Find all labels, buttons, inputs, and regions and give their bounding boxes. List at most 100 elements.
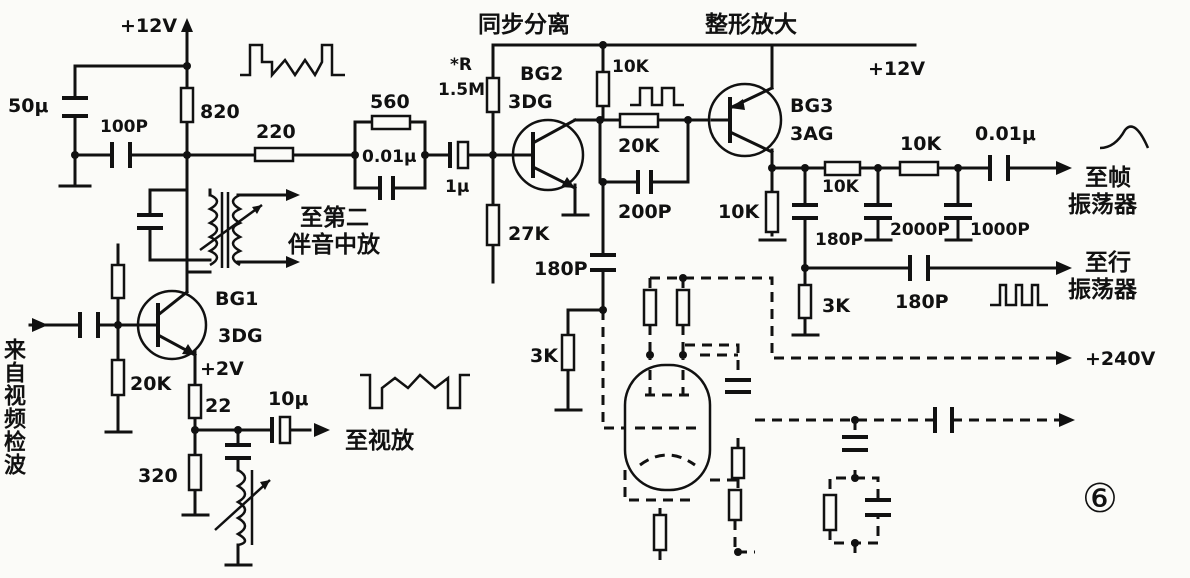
label-bg2-type: 3DG xyxy=(508,91,553,113)
waveform-line xyxy=(990,283,1048,307)
label-r-20k-b: 20K xyxy=(130,373,172,395)
resistor-1-5m xyxy=(485,76,501,114)
label-bg1-type: 3DG xyxy=(218,325,263,347)
label-c-1000p: 1000P xyxy=(970,220,1030,240)
label-c-200p: 200P xyxy=(618,201,672,223)
label-frame-osc-1: 至帧 xyxy=(1085,165,1131,191)
label-r-22: 22 xyxy=(205,395,231,417)
capacitor-input xyxy=(78,312,100,338)
capacitor-1000p xyxy=(944,203,972,220)
label-c-180p-b: 180P xyxy=(815,230,863,250)
resistor-valve-d xyxy=(652,513,668,552)
resistor-27k xyxy=(485,203,501,247)
label-c-180p-c: 180P xyxy=(895,291,949,313)
arrow-valve-out xyxy=(1059,413,1075,427)
label-frame-osc-2: 振荡器 xyxy=(1068,191,1138,218)
resistor-10k-frame-a xyxy=(823,160,862,177)
label-bg1-name: BG1 xyxy=(215,288,258,310)
valve-circuit-dashed xyxy=(601,276,1060,560)
label-c-001u-a: 0.01μ xyxy=(362,147,416,167)
label-sound-if-2: 伴音中放 xyxy=(287,231,381,258)
resistor-valve-a xyxy=(642,288,658,327)
capacitor-180p-b xyxy=(792,203,818,220)
label-bg3-type: 3AG xyxy=(790,123,834,145)
capacitor-valve-c xyxy=(725,378,751,394)
capacitors xyxy=(62,96,1010,517)
resistor-22 xyxy=(187,383,203,420)
label-c-1u: 1μ xyxy=(445,177,469,197)
waveform-video xyxy=(360,373,470,410)
signal-arrows xyxy=(32,18,1075,437)
resistor-320 xyxy=(187,453,203,492)
label-c-50u: 50μ xyxy=(8,95,48,117)
arrow-line-out xyxy=(1056,261,1072,275)
arrow-video-out xyxy=(314,423,330,437)
capacitor-0-01u-b xyxy=(988,155,1010,181)
label-v240: +240V xyxy=(1085,348,1156,370)
label-r-10k-d: 10K xyxy=(900,133,942,155)
capacitor-1u xyxy=(448,140,470,170)
resistor-10k-frame-b xyxy=(898,160,940,177)
capacitor-across-coil xyxy=(137,213,163,230)
capacitor-10u xyxy=(270,415,292,445)
resistor-valve-e xyxy=(822,493,838,532)
coil-trap xyxy=(214,468,271,547)
label-sync-separator: 同步分离 xyxy=(478,11,570,38)
label-r-15m: 1.5M xyxy=(438,80,485,100)
resistor-560 xyxy=(370,114,412,131)
label-bg3-name: BG3 xyxy=(790,95,833,117)
capacitor-trap xyxy=(225,443,251,460)
resistor-10k-bg3 xyxy=(764,190,780,234)
transistor-bg3 xyxy=(707,82,783,158)
label-r-star: *R xyxy=(450,55,472,75)
label-v2: +2V xyxy=(200,358,244,380)
labels: +12V +12V +2V +240V 同步分离 整形放大 BG1 3DG BG… xyxy=(8,11,1156,522)
capacitor-valve-a xyxy=(842,435,868,452)
label-r-220: 220 xyxy=(256,121,296,143)
label-line-osc-1: 至行 xyxy=(1085,249,1131,276)
figure-number: ⑥ xyxy=(1082,476,1118,522)
capacitor-100p xyxy=(110,142,132,168)
waveform-sync xyxy=(630,86,684,107)
label-r-20k-a: 20K xyxy=(618,135,660,157)
resistor-valve-pot xyxy=(727,488,743,522)
resistor-10k-collector xyxy=(595,70,611,108)
label-v12-right: +12V xyxy=(868,58,925,80)
label-r-560: 560 xyxy=(370,91,410,113)
resistor-valve-b xyxy=(675,288,691,327)
label-r-10k-a: 10K xyxy=(612,57,650,77)
transistor-bg1 xyxy=(136,289,208,361)
capacitor-valve-b xyxy=(865,498,891,517)
label-r-820: 820 xyxy=(200,101,240,123)
capacitor-50u xyxy=(62,96,88,118)
arrow-sound-out-bottom xyxy=(286,256,300,268)
label-r-320: 320 xyxy=(138,465,178,487)
label-r-10k-b: 10K xyxy=(718,201,760,223)
label-input-source: 来自视频检波 xyxy=(0,338,25,476)
label-r-10k-c: 10K xyxy=(822,177,860,197)
capacitor-0-01u-a xyxy=(378,176,395,200)
arrow-240v xyxy=(1056,351,1072,365)
input-label-container: 来自视频检波 xyxy=(0,338,25,476)
label-line-osc-2: 振荡器 xyxy=(1068,276,1138,303)
label-bg2-name: BG2 xyxy=(520,63,563,85)
arrow-top-supply xyxy=(181,18,193,32)
resistor-valve-c xyxy=(730,446,746,480)
resistor-820 xyxy=(179,86,195,124)
resistor-3k-line xyxy=(797,283,813,320)
transformer-sound-if xyxy=(199,188,263,268)
label-r-3k-b: 3K xyxy=(822,295,851,317)
waveform-frame xyxy=(1099,125,1150,150)
label-v12-top: +12V xyxy=(120,15,177,37)
resistor-20k-coupling xyxy=(618,112,660,129)
waveforms xyxy=(240,43,1150,410)
capacitor-200p xyxy=(636,170,653,194)
label-r-27k: 27K xyxy=(508,223,550,245)
capacitor-valve-out xyxy=(933,407,954,433)
capacitor-2000p xyxy=(864,203,892,220)
vacuum-tube xyxy=(623,363,712,492)
label-c-2000p: 2000P xyxy=(890,220,950,240)
label-sound-if-1: 至第二 xyxy=(300,204,369,231)
arrow-input xyxy=(32,318,48,332)
